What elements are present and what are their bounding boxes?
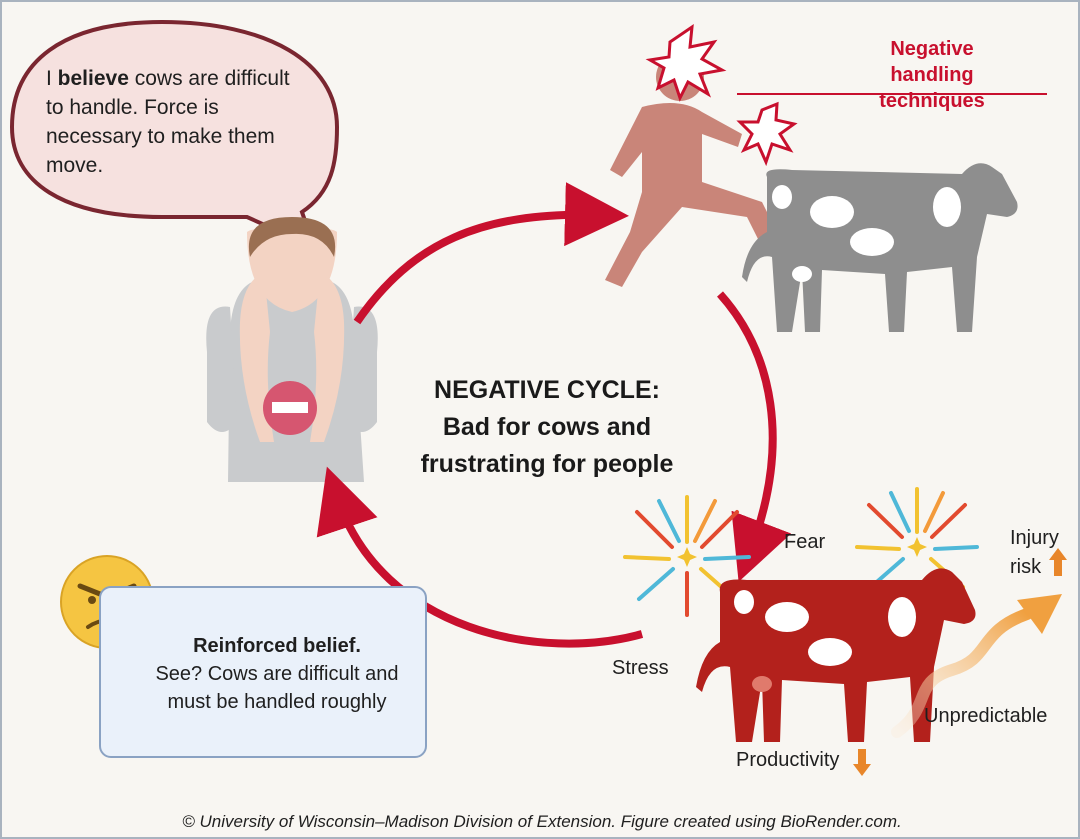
speech-bubble <box>9 19 340 251</box>
productivity-label: Productivity <box>736 749 840 771</box>
reinforced-belief-line2: must be handled roughly <box>167 691 387 713</box>
injury-label-line1: Injury <box>1010 527 1059 549</box>
copyright-footer: © University of Wisconsin–Madison Divisi… <box>182 812 902 831</box>
cycle-title-line2: Bad for cows and <box>442 413 652 441</box>
belief-rest: cows are difficult to handle. Force is n… <box>46 67 290 177</box>
arrow-stress-to-belief <box>316 466 644 648</box>
grey-cow-illustration <box>742 163 1018 332</box>
negative-handling-line1: Negative <box>890 38 974 60</box>
reinforced-belief-text: Reinforced belief. See? Cows are difficu… <box>127 632 427 716</box>
cycle-title-line1: NEGATIVE CYCLE: <box>434 376 660 404</box>
reinforced-belief-line1: See? Cows are difficult and <box>155 663 399 685</box>
stress-label: Stress <box>612 657 669 679</box>
stressed-cow-illustration <box>696 568 976 742</box>
negative-cycle-arrows <box>316 182 792 648</box>
negative-handling-line2: handling techniques <box>879 64 985 112</box>
negative-handling-title: Negative handling techniques <box>847 36 1017 114</box>
reinforced-belief-title: Reinforced belief. <box>193 635 361 657</box>
cycle-title-line3: frustrating for people <box>420 450 674 478</box>
injury-risk-up-arrow-icon <box>1049 548 1067 576</box>
injury-label-line2: risk <box>1010 556 1042 578</box>
handler-figure <box>605 23 798 287</box>
reinforced-belief-box <box>99 586 427 758</box>
cycle-center-title: NEGATIVE CYCLE: Bad for cows and frustra… <box>362 372 732 483</box>
productivity-down-arrow-icon <box>853 749 871 776</box>
arrow-handling-to-fear <box>717 291 792 582</box>
unpredictable-label: Unpredictable <box>924 705 1048 727</box>
frustrated-person-illustration <box>206 217 378 482</box>
firework-burst-right <box>855 487 979 589</box>
arrow-belief-to-handling <box>353 182 629 325</box>
belief-keyword: believe <box>57 67 129 90</box>
belief-prefix: I <box>46 67 58 90</box>
belief-statement: I believe cows are difficult to handle. … <box>46 64 308 180</box>
fear-label: Fear <box>784 531 826 553</box>
unpredictable-wavy-arrow-icon <box>891 594 1062 738</box>
